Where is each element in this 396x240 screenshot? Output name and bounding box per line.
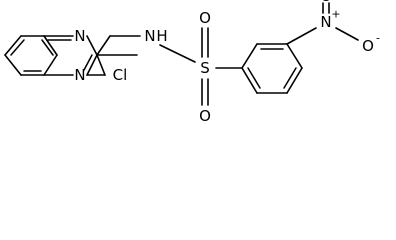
quinoxaline-n-bottom: N (74, 66, 85, 84)
amide-n-label: N (144, 27, 155, 45)
nitro-n-charge: + (331, 8, 340, 21)
nitro-o-charge: - (376, 32, 380, 45)
nitrophenyl-ring (241, 43, 303, 94)
nitro-o-right: O (362, 37, 374, 55)
nitro-n-label: N (320, 13, 331, 31)
structure-diagram: N N Cl N H S O O N + O O - (4, 0, 380, 125)
benzo-ring (4, 35, 58, 76)
pyrazine-ring (43, 35, 98, 76)
nitro-o-top: O (320, 0, 332, 5)
sulfonyl-o-top: O (199, 9, 211, 27)
amide-h-label: H (156, 27, 167, 45)
sulfur-label: S (200, 59, 210, 77)
chloro-label: Cl (113, 66, 128, 84)
sulfonyl-o-bottom: O (199, 107, 211, 125)
quinoxaline-n-top: N (74, 27, 85, 45)
